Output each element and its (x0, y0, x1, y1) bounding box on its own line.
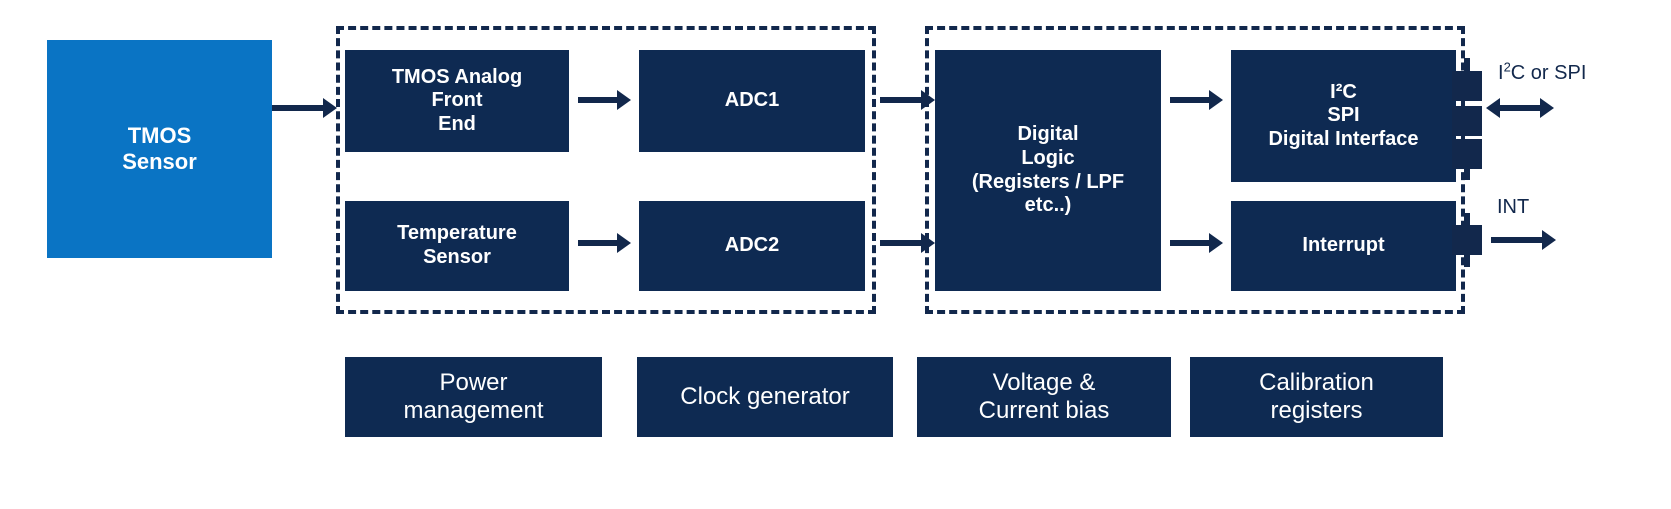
arrow-logic-to-interrupt (1170, 240, 1210, 246)
clock-generator-label: Clock generator (680, 382, 850, 410)
temperature-sensor-block[interactable]: Temperature Sensor (345, 201, 569, 291)
temperature-sensor-label: Temperature Sensor (397, 222, 517, 268)
i2c-or-spi-superscript: 2 (1503, 59, 1511, 75)
digital-interface-block[interactable]: I²C SPI Digital Interface (1231, 50, 1456, 182)
clock-generator-block[interactable]: Clock generator (637, 357, 893, 437)
tmos-sensor-block[interactable]: TMOS Sensor (47, 40, 272, 258)
power-management-block[interactable]: Power management (345, 357, 602, 437)
adc1-label: ADC1 (724, 89, 780, 112)
i2c-or-spi-prefix: I (1498, 62, 1504, 84)
i2c-or-spi-label: I2C or SPI (1498, 59, 1587, 85)
pin-stem-int-bottom (1464, 254, 1470, 267)
pin-stem-int-top (1464, 213, 1470, 226)
interrupt-label: Interrupt (1302, 234, 1385, 257)
pin-pad-1[interactable] (1452, 71, 1482, 101)
adc1-block[interactable]: ADC1 (639, 50, 865, 152)
pin-stem-bottom (1464, 168, 1470, 180)
int-label: INT (1497, 196, 1530, 218)
pin-pad-2[interactable] (1452, 106, 1482, 136)
tmos-analog-front-end-label: TMOS Analog Front End (391, 65, 523, 135)
interrupt-block[interactable]: Interrupt (1231, 201, 1456, 291)
voltage-current-bias-label: Voltage & Current bias (978, 368, 1110, 424)
arrow-afe-to-adc1 (578, 97, 618, 103)
power-management-label: Power management (403, 368, 544, 424)
arrow-logic-to-interface (1170, 97, 1210, 103)
adc2-label: ADC2 (724, 234, 780, 257)
digital-interface-label: I²C SPI Digital Interface (1268, 80, 1419, 150)
i2c-or-spi-suffix: C or SPI (1510, 62, 1587, 84)
analog-package-outline (336, 26, 876, 314)
arrow-adc2-to-digital-logic (880, 240, 922, 246)
arrow-sensor-to-afe (272, 105, 324, 111)
voltage-current-bias-block[interactable]: Voltage & Current bias (917, 357, 1171, 437)
arrow-temp-to-adc2 (578, 240, 618, 246)
pin-pad-int[interactable] (1452, 225, 1482, 255)
pin-pad-3[interactable] (1452, 139, 1482, 169)
arrow-adc1-to-digital-logic (880, 97, 922, 103)
arrow-int-output (1491, 237, 1543, 243)
digital-logic-label: Digital Logic (Registers / LPF etc..) (971, 123, 1125, 217)
pin-stem-top (1464, 58, 1470, 72)
tmos-sensor-label: TMOS Sensor (122, 123, 197, 174)
arrow-i2c-or-spi (1499, 105, 1541, 111)
adc2-block[interactable]: ADC2 (639, 201, 865, 291)
calibration-registers-label: Calibration registers (1259, 368, 1374, 424)
digital-package-outline (925, 26, 1465, 314)
digital-logic-block[interactable]: Digital Logic (Registers / LPF etc..) (935, 50, 1161, 291)
calibration-registers-block[interactable]: Calibration registers (1190, 357, 1443, 437)
tmos-analog-front-end-block[interactable]: TMOS Analog Front End (345, 50, 569, 152)
